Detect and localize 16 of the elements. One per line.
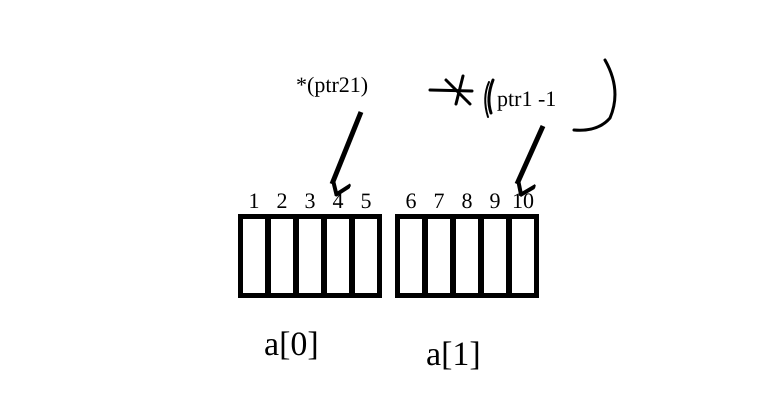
index-number: 1 [248, 188, 260, 214]
array-label: a[0] [264, 326, 319, 364]
index-number: 4 [332, 188, 344, 214]
arrow [514, 124, 546, 197]
index-number: 6 [406, 188, 416, 214]
arrow [330, 111, 364, 196]
index-number: 9 [490, 188, 500, 214]
index-number: 3 [304, 188, 316, 214]
index-number: 2 [276, 188, 288, 214]
expression-text: *(ptr21) [296, 72, 368, 98]
index-number: 10 [512, 188, 534, 214]
expression-text: ptr1 -1 [497, 86, 556, 112]
index-number: 5 [360, 188, 372, 214]
index-number: 7 [434, 188, 444, 214]
index-number: 8 [462, 188, 472, 214]
array-label: a[1] [426, 336, 481, 374]
